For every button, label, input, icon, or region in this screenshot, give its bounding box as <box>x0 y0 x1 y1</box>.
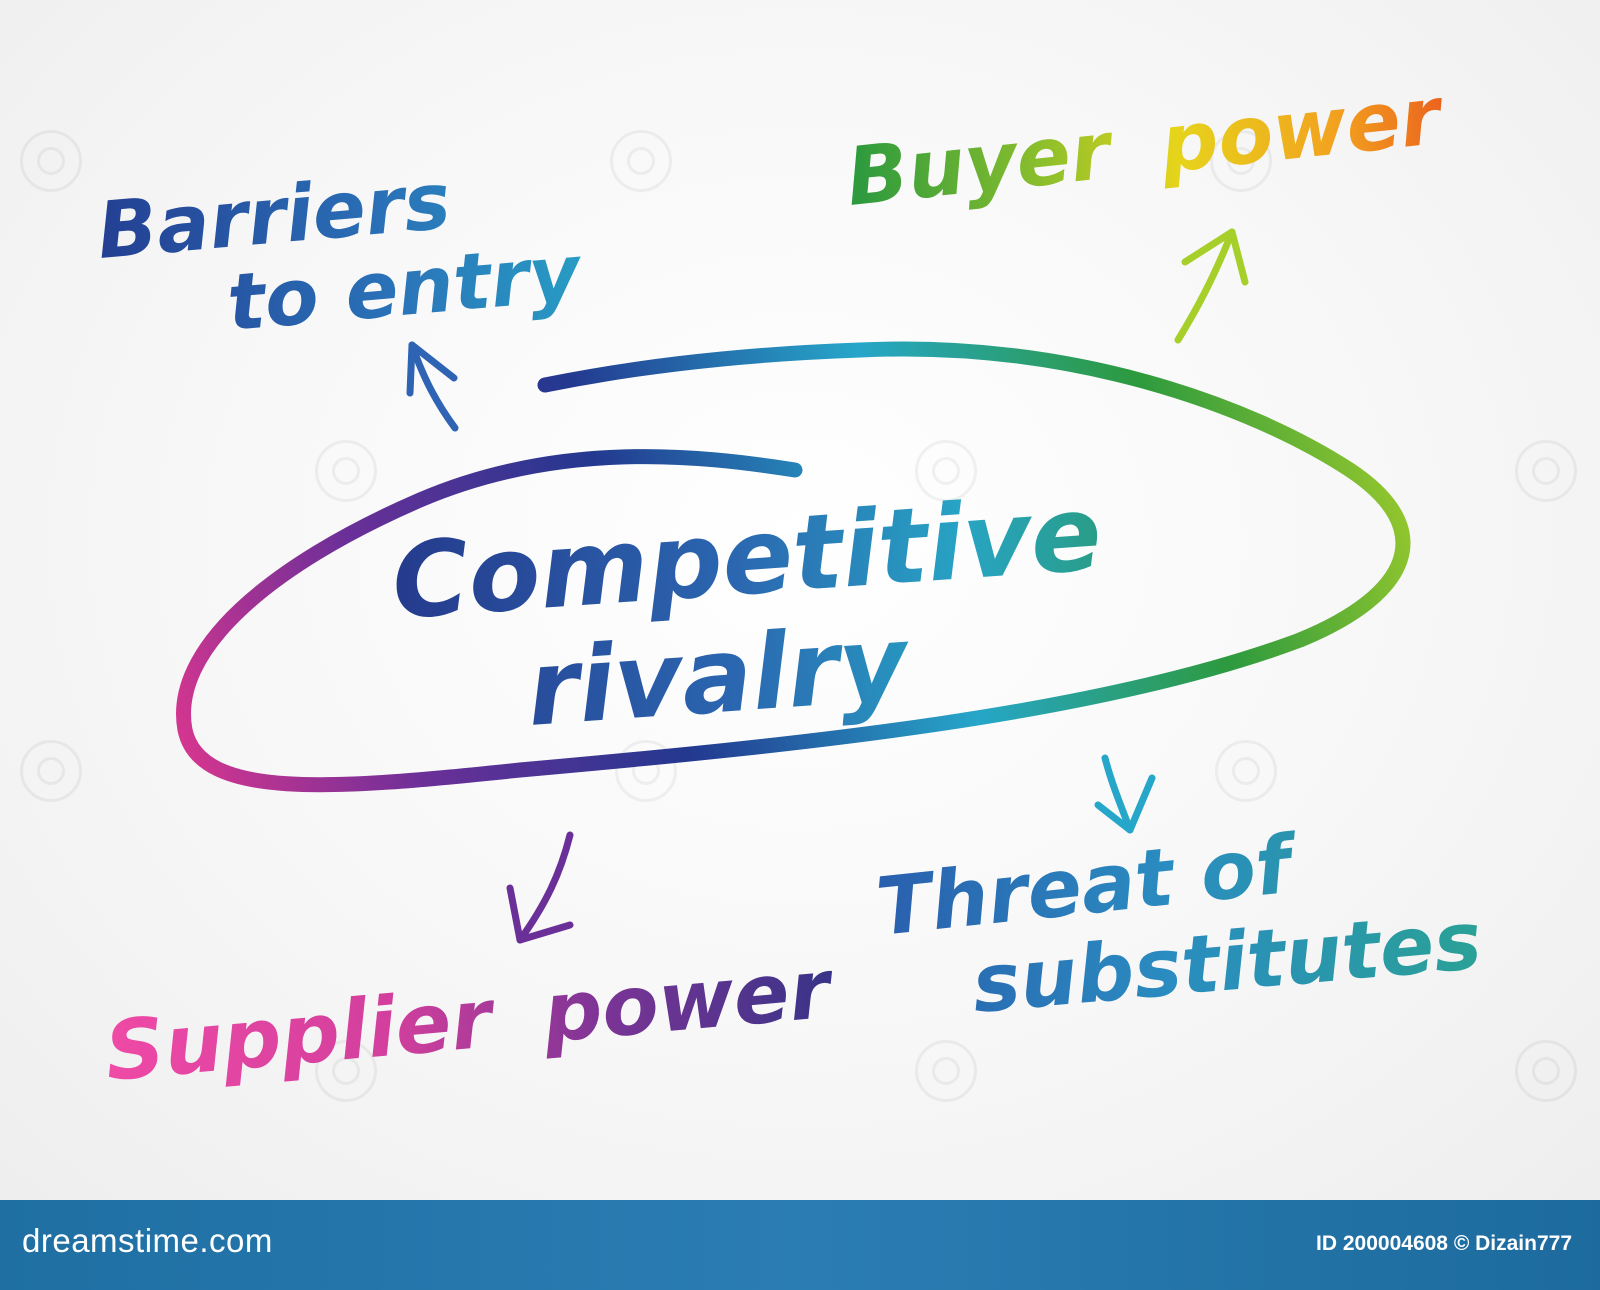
watermark-spiral-icon <box>1210 130 1272 192</box>
center-label-line2: rivalry <box>523 601 914 749</box>
watermark-spiral-icon <box>315 440 377 502</box>
diagram-svg: Competitive rivalry Barriers to entry Bu… <box>94 69 1485 1100</box>
footer-bar: dreamstime.com ID 200004608 © Dizain777 <box>0 1200 1600 1290</box>
watermark-spiral-icon <box>20 130 82 192</box>
diagram-canvas: Competitive rivalry Barriers to entry Bu… <box>0 0 1600 1200</box>
arrow-up-right-icon <box>1174 228 1249 344</box>
arrow-up-left-icon <box>406 341 459 432</box>
power-word: power <box>538 942 838 1062</box>
buyer-power-label: Buyer power <box>842 69 1448 224</box>
watermark-spiral-icon <box>1215 740 1277 802</box>
watermark-spiral-icon <box>1515 440 1577 502</box>
arrow-down-icon <box>1094 754 1156 834</box>
power-word: power <box>1155 69 1449 191</box>
rivalry-oval <box>176 341 1411 793</box>
watermark-spiral-icon <box>610 130 672 192</box>
watermark-spiral-icon <box>20 740 82 802</box>
supplier-word: Supplier <box>101 971 499 1100</box>
footer-site-logo[interactable]: dreamstime.com <box>22 1222 273 1259</box>
watermark-spiral-icon <box>315 1040 377 1102</box>
watermark-spiral-icon <box>915 1040 977 1102</box>
watermark-spiral-icon <box>1515 1040 1577 1102</box>
watermark-spiral-icon <box>915 440 977 502</box>
arrow-down-left-icon <box>506 831 574 944</box>
supplier-power-label: Supplier power <box>101 942 838 1100</box>
buyer-word: Buyer <box>842 103 1119 224</box>
footer-image-id: ID 200004608 © Dizain777 <box>1316 1232 1572 1255</box>
